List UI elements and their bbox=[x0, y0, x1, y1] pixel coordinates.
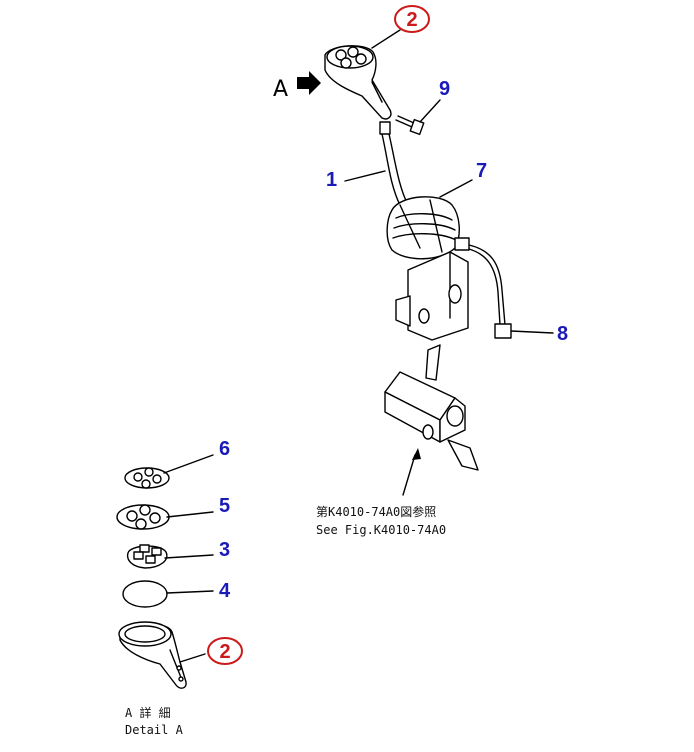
callout-3: 3 bbox=[219, 539, 230, 561]
pilot-valve bbox=[384, 344, 479, 496]
leader-lines bbox=[163, 29, 554, 663]
detail-caption-jp: A 詳 細 bbox=[125, 705, 171, 720]
wire-harness bbox=[468, 244, 512, 339]
detail-caption-en: Detail A bbox=[125, 723, 184, 737]
callout-7: 7 bbox=[476, 160, 487, 182]
svg-text:2: 2 bbox=[406, 9, 417, 31]
lever bbox=[379, 121, 409, 206]
callout-1: 1 bbox=[326, 169, 337, 191]
mounting-bracket bbox=[395, 251, 469, 341]
svg-text:2: 2 bbox=[219, 641, 230, 663]
detail-part-2-knob-body bbox=[118, 621, 187, 689]
detail-part-6-cap bbox=[124, 467, 170, 489]
callout-6: 6 bbox=[219, 438, 230, 460]
callout-2-detail: 2 bbox=[207, 637, 243, 665]
knob-assembly bbox=[324, 45, 392, 120]
reference-note-jp: 第K4010-74A0図参照 bbox=[316, 504, 436, 519]
bolt bbox=[395, 115, 425, 136]
detail-part-4-seal bbox=[122, 580, 168, 608]
callout-4: 4 bbox=[219, 580, 231, 602]
callout-5: 5 bbox=[219, 495, 230, 517]
view-a-label: A bbox=[273, 77, 288, 102]
lever-boot bbox=[386, 196, 470, 260]
callout-8: 8 bbox=[557, 323, 568, 345]
callout-9: 9 bbox=[439, 78, 450, 100]
detail-part-3-switch bbox=[126, 544, 168, 569]
view-a-arrow-icon bbox=[297, 71, 321, 95]
callout-2-top: 2 bbox=[394, 5, 430, 33]
reference-note-en: See Fig.K4010-74A0 bbox=[316, 523, 446, 537]
detail-part-5-plate bbox=[116, 504, 170, 530]
